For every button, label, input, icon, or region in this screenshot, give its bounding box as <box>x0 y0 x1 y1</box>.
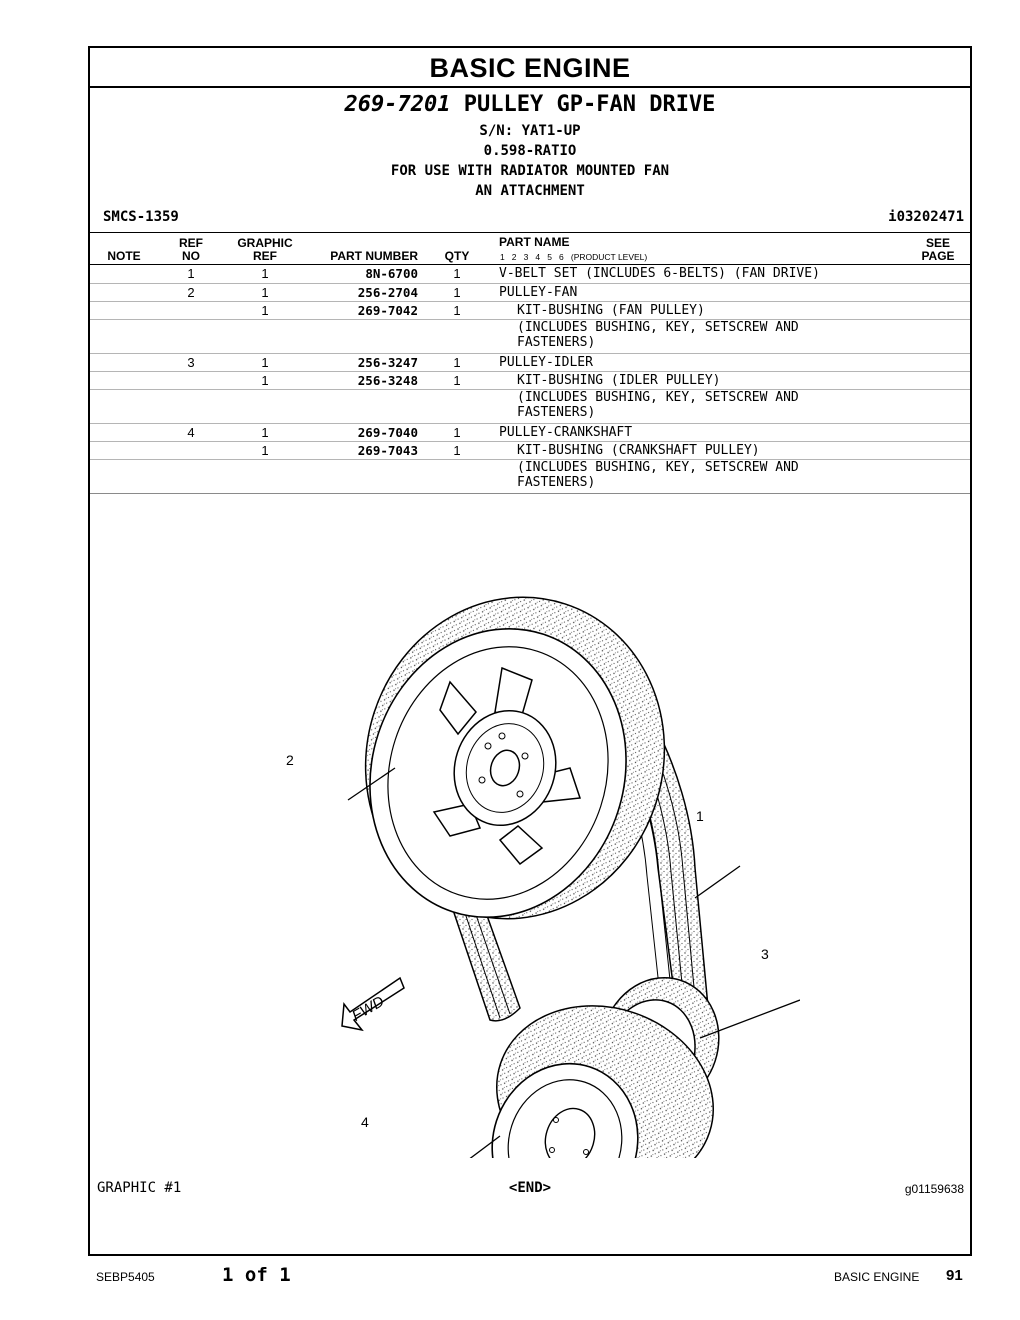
ratio-line: 0.598-RATIO <box>483 143 577 159</box>
table-row: 1 1 8N-6700 1 V-BELT SET (INCLUDES 6-BEL… <box>90 265 970 284</box>
table-row: 4 1 269-7040 1 PULLEY-CRANKSHAFT <box>90 424 970 442</box>
section-title: BASIC ENGINE <box>90 48 970 88</box>
ref-no: 4 <box>187 425 195 440</box>
header-ref-bottom: NO <box>182 249 200 263</box>
table-row: 3 1 256-3247 1 PULLEY-IDLER <box>90 354 970 372</box>
part-number: 256-3248 <box>357 373 418 388</box>
part-note: (INCLUDES BUSHING, KEY, SETSCREW AND FAS… <box>517 320 799 350</box>
graphic-ref: 1 <box>261 443 269 458</box>
part-number: 269-7043 <box>357 443 418 458</box>
graphic-ref: 1 <box>261 303 269 318</box>
callout-leader-2 <box>347 767 396 801</box>
footer-page-number: 91 <box>946 1267 963 1284</box>
part-number: 269-7042 <box>357 303 418 318</box>
table-row-note: (INCLUDES BUSHING, KEY, SETSCREW AND FAS… <box>90 390 970 424</box>
graphic-ref: 1 <box>261 285 269 300</box>
part-number: 256-2704 <box>357 285 418 300</box>
graphic-label: GRAPHIC #1 <box>97 1180 182 1196</box>
callout-3: 3 <box>761 946 769 962</box>
quantity: 1 <box>453 373 461 388</box>
header-ref-top: REF <box>179 236 203 250</box>
header-part-name: PART NAME <box>499 235 570 249</box>
group-title: 269-7201 PULLEY GP-FAN DRIVE <box>90 92 970 117</box>
group-part-number: 269-7201 <box>344 92 451 117</box>
ref-no: 2 <box>187 285 195 300</box>
quantity: 1 <box>453 266 461 281</box>
header-bottom-rule <box>90 264 970 265</box>
part-note: (INCLUDES BUSHING, KEY, SETSCREW AND FAS… <box>517 390 799 420</box>
part-name: KIT-BUSHING (IDLER PULLEY) <box>517 373 721 388</box>
footer-doc-id: SEBP5405 <box>96 1270 155 1284</box>
callout-1: 1 <box>696 808 704 824</box>
header-graphic-top: GRAPHIC <box>237 236 293 250</box>
header-part-number: PART NUMBER <box>330 249 418 263</box>
callout-4: 4 <box>361 1114 369 1130</box>
header-note: NOTE <box>107 249 141 263</box>
usage-line: FOR USE WITH RADIATOR MOUNTED FAN <box>390 163 670 179</box>
part-name: KIT-BUSHING (CRANKSHAFT PULLEY) <box>517 443 760 458</box>
crankshaft-pulley <box>491 1005 714 1158</box>
quantity: 1 <box>453 425 461 440</box>
graphic-ref: 1 <box>261 266 269 281</box>
end-mark: <END> <box>508 1180 552 1196</box>
quantity: 1 <box>453 355 461 370</box>
header-see-top: SEE <box>925 236 950 250</box>
table-row: 2 1 256-2704 1 PULLEY-FAN <box>90 284 970 302</box>
quantity: 1 <box>453 303 461 318</box>
callout-leader-4 <box>469 1135 501 1158</box>
footer-section: BASIC ENGINE <box>834 1270 920 1284</box>
part-name: KIT-BUSHING (FAN PULLEY) <box>517 303 705 318</box>
part-name: PULLEY-FAN <box>499 285 578 300</box>
attachment-line: AN ATTACHMENT <box>475 183 585 199</box>
group-name: PULLEY GP-FAN DRIVE <box>463 92 716 117</box>
callout-leader-1 <box>694 865 741 899</box>
quantity: 1 <box>453 443 461 458</box>
fan-pulley <box>364 596 666 920</box>
footer-page-of: 1 of 1 <box>222 1264 291 1286</box>
part-number: 256-3247 <box>357 355 418 370</box>
smcs-code: SMCS-1359 <box>103 209 179 225</box>
part-name: PULLEY-IDLER <box>499 355 593 370</box>
header-top-rule <box>90 232 970 233</box>
graphic-ref: 1 <box>261 373 269 388</box>
table-row: 1 269-7043 1 KIT-BUSHING (CRANKSHAFT PUL… <box>90 442 970 460</box>
graphic-ref: 1 <box>261 425 269 440</box>
callout-2: 2 <box>286 752 294 768</box>
ref-no: 3 <box>187 355 195 370</box>
header-graphic-bottom: REF <box>253 249 277 263</box>
quantity: 1 <box>453 285 461 300</box>
header-qty: QTY <box>444 249 470 263</box>
table-row: 1 256-3248 1 KIT-BUSHING (IDLER PULLEY) <box>90 372 970 390</box>
parts-illustration: FWD <box>341 596 800 1158</box>
callout-leader-3 <box>699 999 800 1039</box>
header-see-bottom: PAGE <box>921 249 955 263</box>
part-number: 269-7040 <box>357 425 418 440</box>
graphic-number: g01159638 <box>904 1182 964 1196</box>
serial-line: S/N: YAT1-UP <box>479 123 581 139</box>
forward-arrow-icon: FWD <box>341 976 405 1032</box>
illustration-id: i03202471 <box>888 209 964 225</box>
page-frame: BASIC ENGINE 269-7201 PULLEY GP-FAN DRIV… <box>88 46 972 1256</box>
header-product-level: 1 2 3 4 5 6 (PRODUCT LEVEL) <box>500 252 648 262</box>
part-name: V-BELT SET (INCLUDES 6-BELTS) (FAN DRIVE… <box>499 266 820 281</box>
ref-no: 1 <box>187 266 195 281</box>
part-name: PULLEY-CRANKSHAFT <box>499 425 633 440</box>
table-row-note: (INCLUDES BUSHING, KEY, SETSCREW AND FAS… <box>90 460 970 494</box>
table-row: 1 269-7042 1 KIT-BUSHING (FAN PULLEY) <box>90 302 970 320</box>
part-number: 8N-6700 <box>365 266 418 281</box>
graphic-ref: 1 <box>261 355 269 370</box>
part-note: (INCLUDES BUSHING, KEY, SETSCREW AND FAS… <box>517 460 799 490</box>
table-row-note: (INCLUDES BUSHING, KEY, SETSCREW AND FAS… <box>90 320 970 354</box>
